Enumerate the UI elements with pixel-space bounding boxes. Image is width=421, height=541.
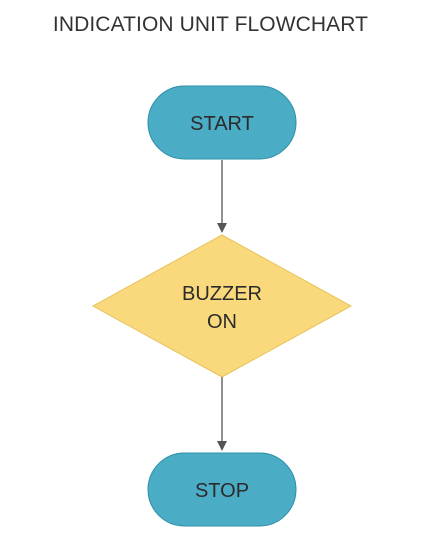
- flowchart-title: INDICATION UNIT FLOWCHART: [52, 13, 369, 36]
- start-node[interactable]: START: [147, 85, 297, 160]
- stop-node-shape: [147, 452, 297, 527]
- start-node-label: START: [190, 113, 254, 135]
- decision-node-label-line2: ON: [207, 311, 237, 333]
- decision-node-shape: [91, 234, 353, 378]
- decision-node-label-line1: BUZZER: [182, 283, 262, 305]
- stop-node[interactable]: STOP: [147, 452, 297, 527]
- decision-node[interactable]: BUZZER ON: [91, 234, 353, 378]
- stop-node-label: STOP: [195, 480, 249, 502]
- start-node-shape: [147, 85, 297, 160]
